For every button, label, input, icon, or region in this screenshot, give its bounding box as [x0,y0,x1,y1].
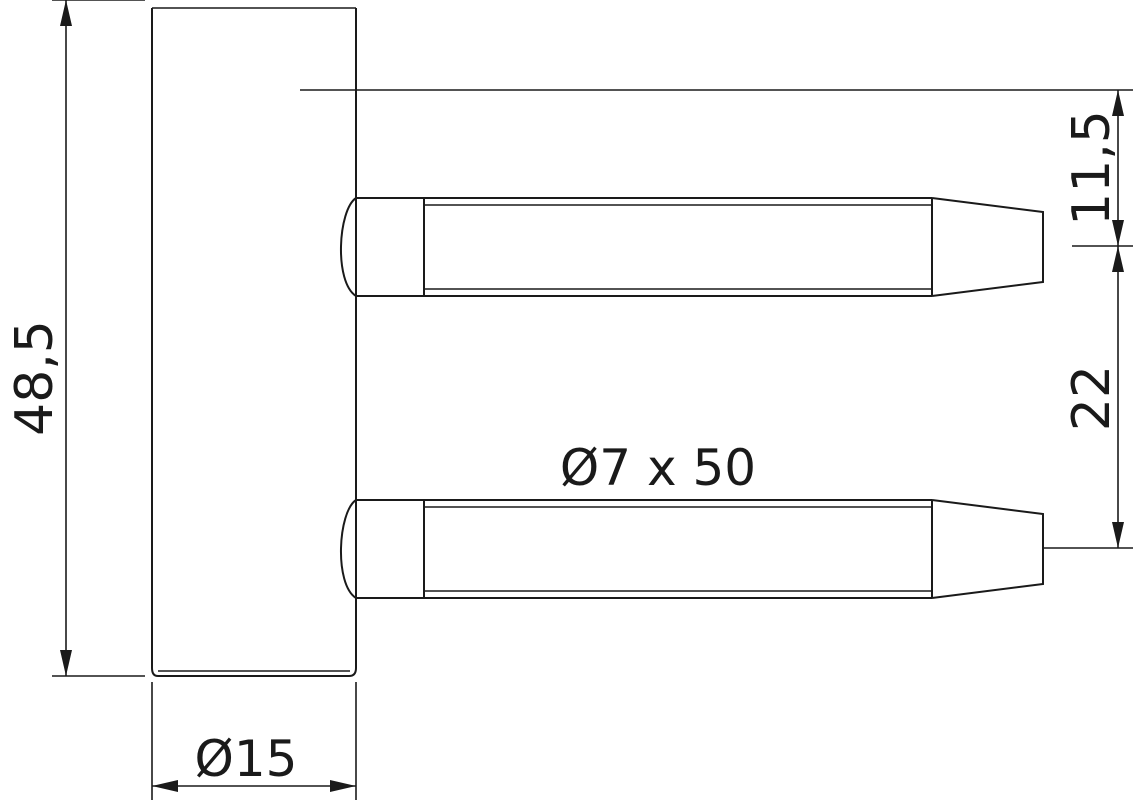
dimension-label-total-height: 48,5 [5,320,65,436]
dimension-total-height [52,0,145,677]
dimension-label-pin-top-offset: 11,5 [1062,110,1122,226]
dimension-label-pin-spacing: 22 [1062,365,1122,431]
lower-pin [339,499,1044,599]
dimension-right-chain [300,89,1133,549]
dimension-label-pin-size: Ø7 x 50 [560,439,756,497]
hinge-barrel [151,7,357,677]
dimension-barrel-diameter [151,682,357,800]
upper-pin [339,197,1044,297]
dimension-label-barrel-diameter: Ø15 [195,730,298,788]
